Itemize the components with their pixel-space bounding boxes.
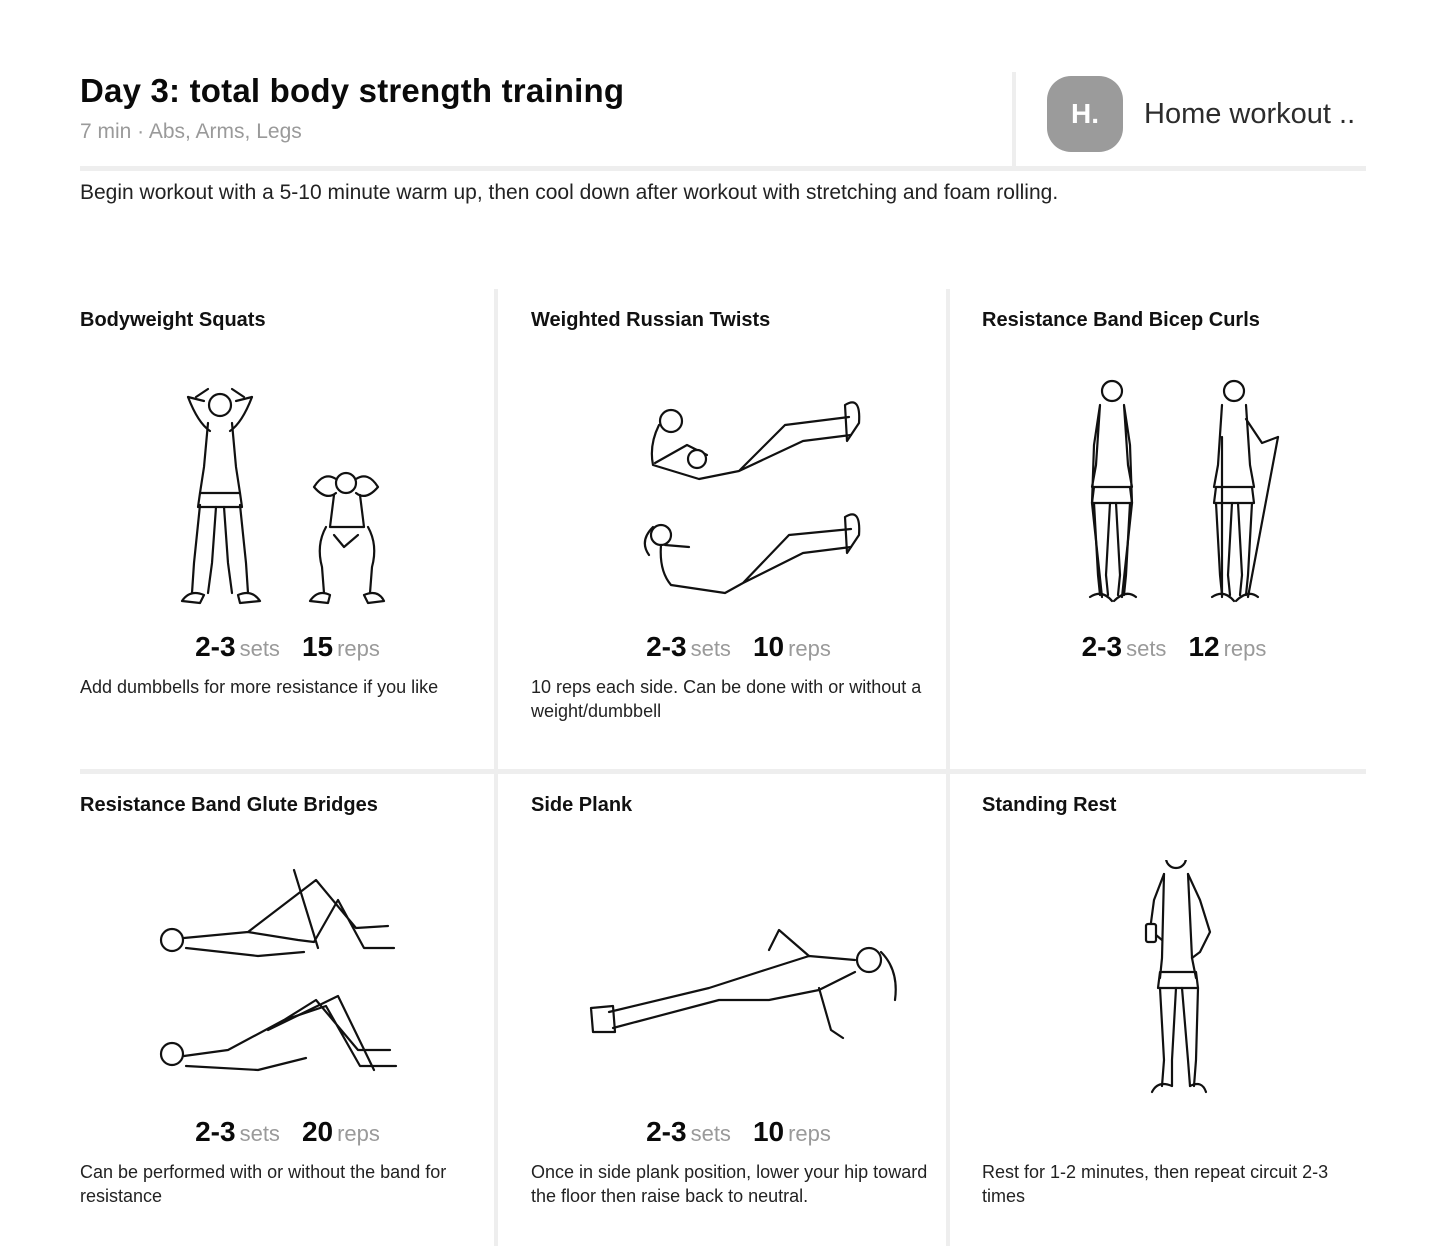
sets-label: sets: [690, 636, 731, 661]
exercise-note: Once in side plank position, lower your …: [531, 1162, 928, 1206]
russian-twist-illustration: [643, 401, 860, 595]
column-divider: [946, 774, 950, 1246]
sets-value: 2-3: [195, 1116, 236, 1147]
sets-label: sets: [1126, 636, 1167, 661]
sets-label: sets: [690, 1121, 731, 1146]
workout-header: Day 3: total body strength training 7 mi…: [80, 72, 1366, 171]
intro-text: Begin workout with a 5-10 minute warm up…: [80, 181, 1059, 204]
brand-logo: H.: [1047, 76, 1123, 152]
brand[interactable]: H. Home workout ..: [1047, 76, 1355, 152]
reps-label: reps: [788, 1121, 831, 1146]
standing-rest-illustration: [1144, 860, 1212, 1094]
reps-value: 10: [752, 1116, 785, 1147]
sets-label: sets: [239, 1121, 280, 1146]
sets-value: 2-3: [646, 1116, 687, 1147]
page-title: Day 3: total body strength training: [80, 72, 625, 109]
exercise-title: Weighted Russian Twists: [531, 309, 771, 331]
exercise-title: Side Plank: [531, 794, 633, 816]
exercise-title: Resistance Band Bicep Curls: [982, 309, 1260, 331]
reps-label: reps: [337, 636, 380, 661]
exercise-note: 10 reps each side. Can be done with or w…: [531, 677, 922, 721]
squat-illustration: [180, 387, 385, 605]
brand-name: Home workout ..: [1144, 97, 1356, 130]
sets-value: 2-3: [646, 631, 687, 662]
bicep-curl-illustration: [1088, 379, 1280, 603]
header-divider: [80, 166, 1366, 171]
row-divider: [80, 769, 1366, 774]
exercise-note: Add dumbbells for more resistance if you…: [80, 677, 439, 697]
workout-meta: 7 min · Abs, Arms, Legs: [80, 120, 302, 143]
exercise-title: Standing Rest: [982, 794, 1117, 816]
glute-bridge-illustration: [159, 868, 397, 1072]
reps-value: 10: [752, 631, 785, 662]
sets-value: 2-3: [195, 631, 236, 662]
reps-value: 15: [301, 631, 334, 662]
exercise-note: Rest for 1-2 minutes, then repeat circui…: [982, 1162, 1329, 1206]
reps-label: reps: [788, 636, 831, 661]
sets-label: sets: [239, 636, 280, 661]
exercise-title: Resistance Band Glute Bridges: [80, 794, 378, 816]
reps-label: reps: [1223, 636, 1267, 661]
header-divider-vertical: [1012, 72, 1016, 166]
exercise-card: Standing Rest Rest for 1-2 minutes, then…: [982, 774, 1366, 1246]
sets-value: 2-3: [1081, 631, 1123, 662]
side-plank-illustration: [589, 928, 897, 1040]
exercise-note: Can be performed with or without the ban…: [80, 1162, 447, 1206]
exercise-title: Bodyweight Squats: [80, 309, 266, 331]
column-divider: [494, 774, 498, 1246]
reps-label: reps: [337, 1121, 380, 1146]
column-divider: [946, 289, 950, 769]
reps-value: 20: [301, 1116, 334, 1147]
column-divider: [494, 289, 498, 769]
reps-value: 12: [1188, 631, 1220, 662]
